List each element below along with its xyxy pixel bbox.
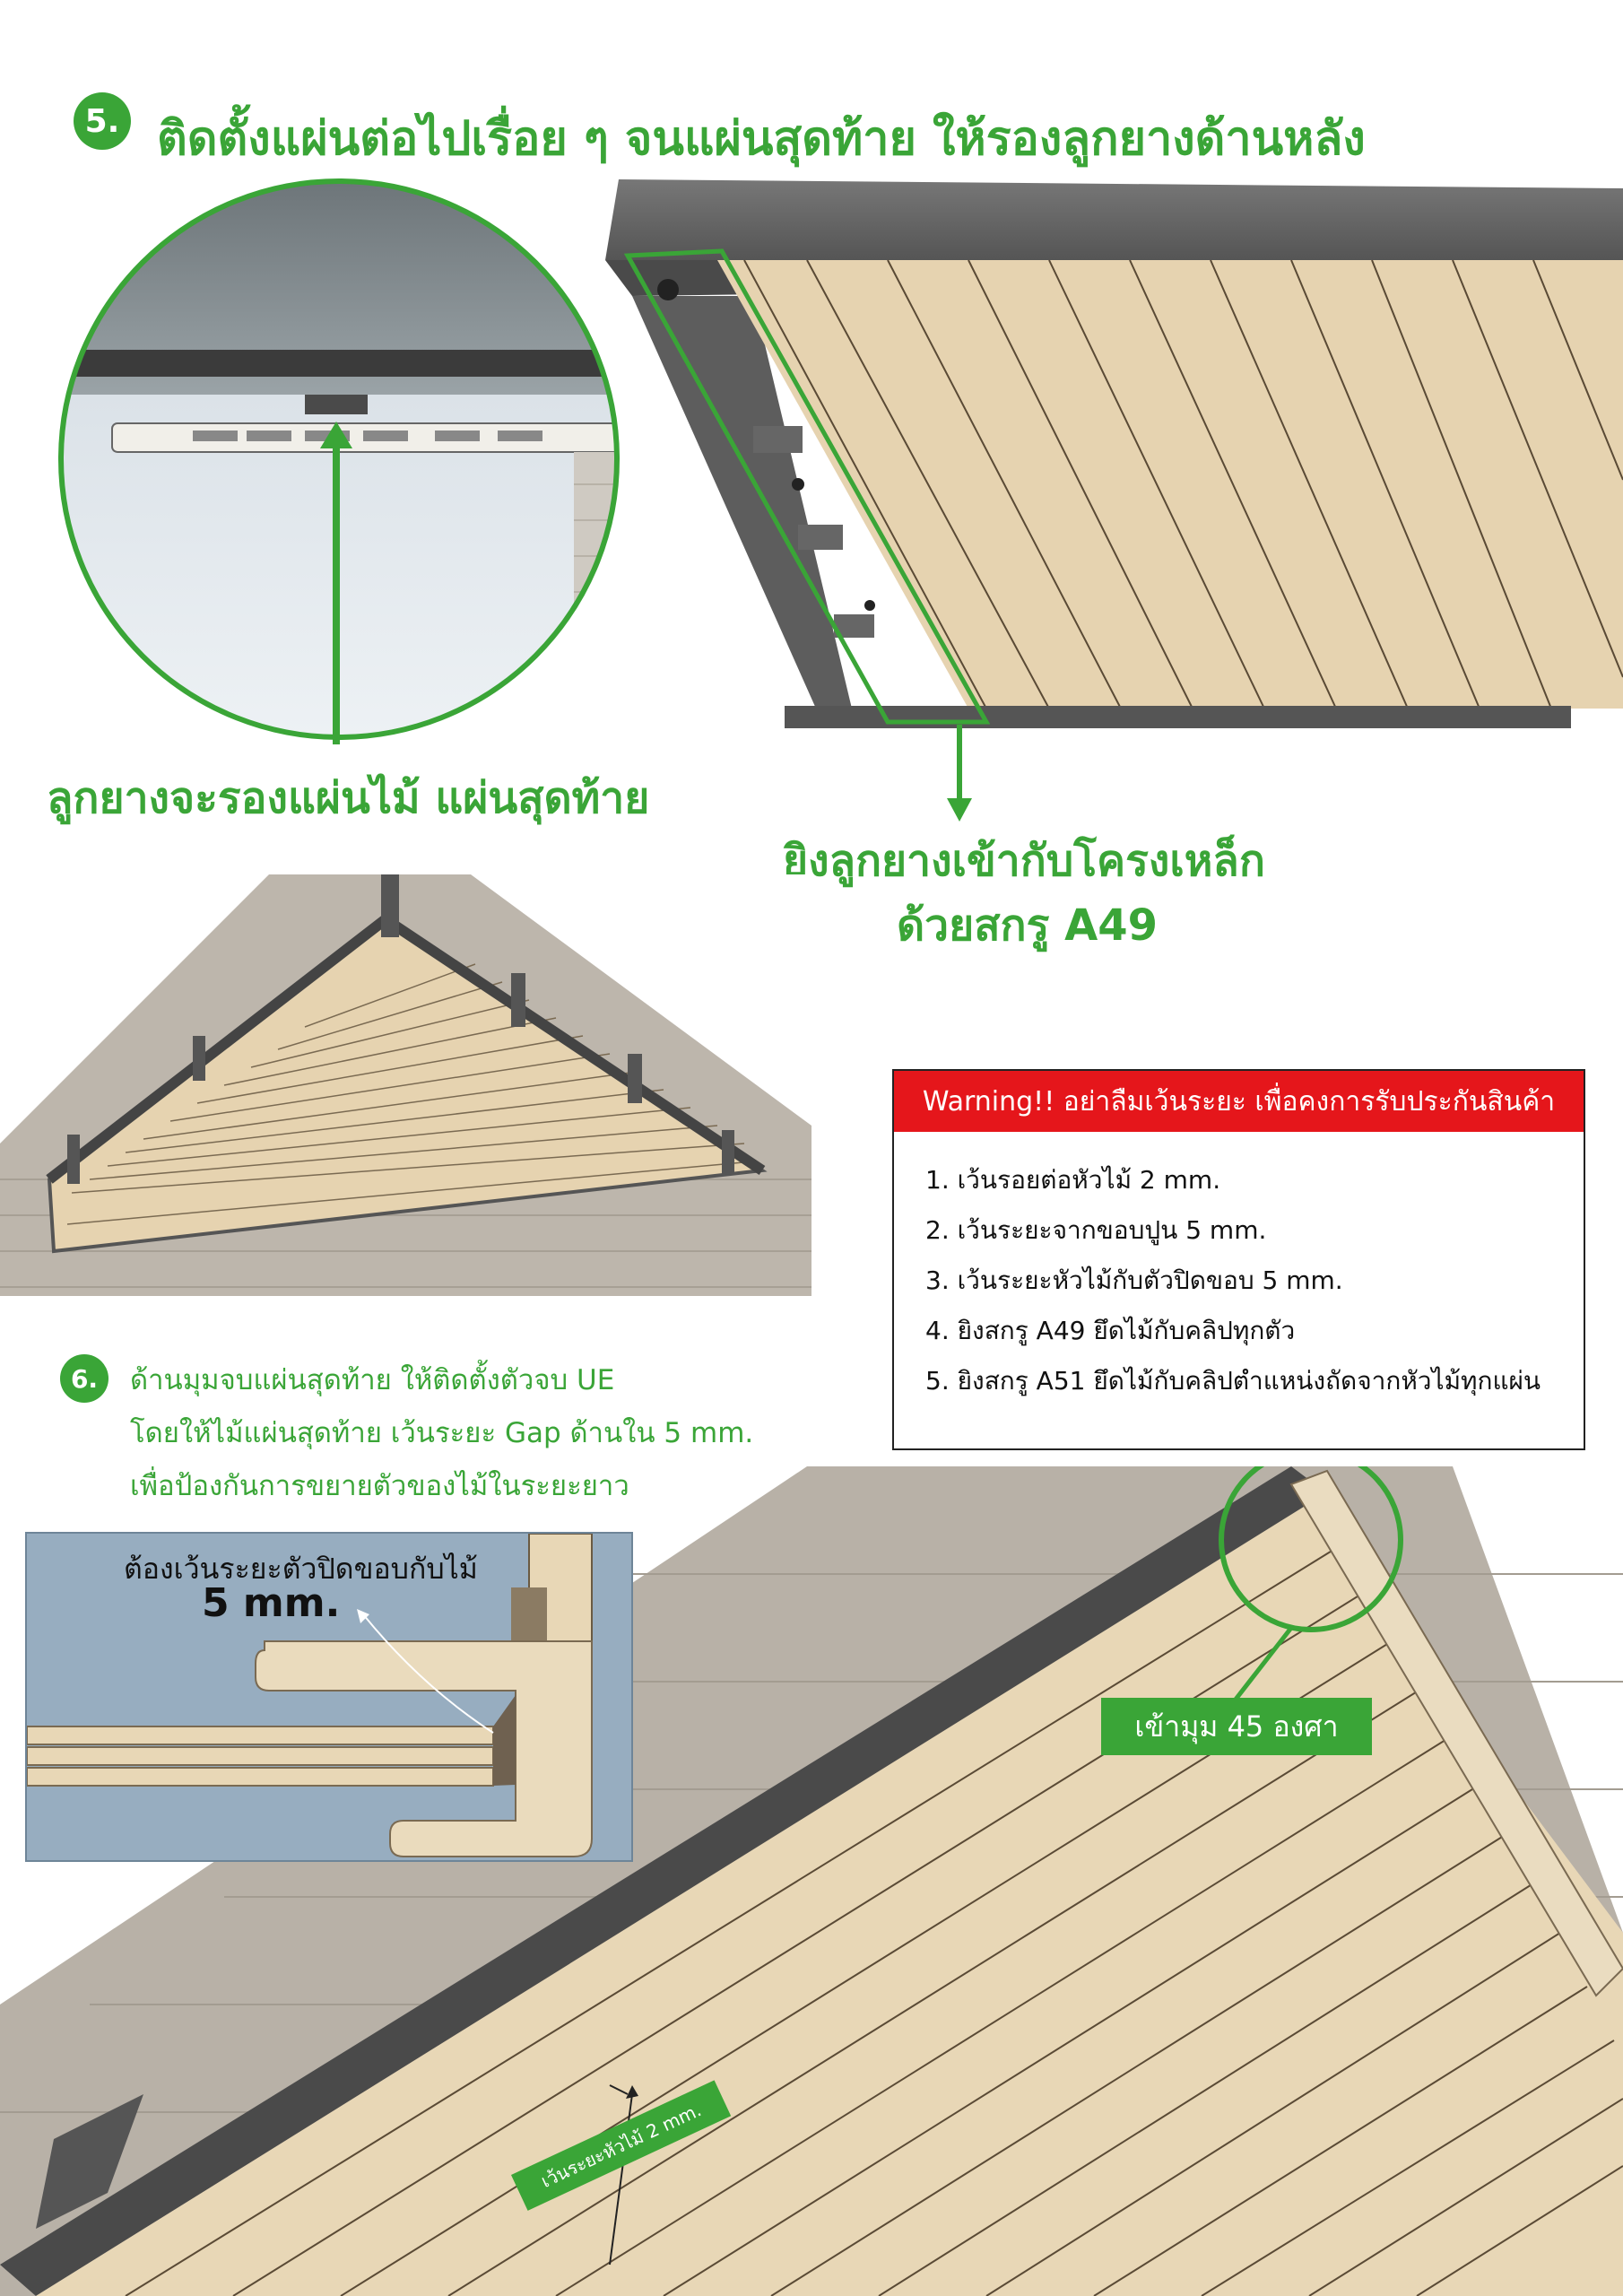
ceiling-panel-illustration <box>605 179 1623 728</box>
step-6-line3: เพื่อป้องกันการขยายตัวของไม้ในระยะยาว <box>130 1470 629 1502</box>
warning-item: 1. เว้นรอยต่อหัวไม้ 2 mm. <box>925 1165 1221 1195</box>
inset-label: ต้องเว้นระยะตัวปิดขอบกับไม้ <box>124 1552 478 1586</box>
rubber-zoom-circle <box>58 178 620 744</box>
corner-45-label: เข้ามุม 45 องศา <box>1101 1698 1372 1755</box>
step-6-line1: ด้านมุมจบแผ่นสุดท้าย ให้ติดตั้งตัวจบ UE <box>130 1364 615 1396</box>
warning-box: Warning!! อย่าลืมเว้นระยะ เพื่อคงการรับป… <box>892 1069 1585 1450</box>
inset-value: 5 mm. <box>202 1580 341 1626</box>
warning-header: Warning!! อย่าลืมเว้นระยะ เพื่อคงการรับป… <box>894 1071 1584 1132</box>
screw-caption-line2: ด้วยสกรู A49 <box>897 900 1159 951</box>
step-5-number: 5. <box>84 102 120 140</box>
warning-item: 5. ยิงสกรู A51 ยึดไม้กับคลิปตำแหน่งถัดจา… <box>925 1366 1541 1396</box>
inset-profile-drawing <box>27 1534 593 1857</box>
bottom-ceiling-illustration <box>0 1466 1623 2296</box>
screw-caption-line1: ยิงลูกยางเข้ากับโครงเหล็ก <box>783 836 1265 886</box>
inset-detail: ต้องเว้นระยะตัวปิดขอบกับไม้ 5 mm. <box>25 1532 633 1862</box>
warning-list: 1. เว้นรอยต่อหัวไม้ 2 mm. 2. เว้นระยะจาก… <box>894 1132 1584 1406</box>
step-5-title: ติดตั้งแผ่นต่อไปเรื่อย ๆ จนแผ่นสุดท้าย ใ… <box>157 112 1366 166</box>
warning-item: 4. ยิงสกรู A49 ยึดไม้กับคลิปทุกตัว <box>925 1316 1296 1345</box>
arrow-down-icon <box>947 725 972 822</box>
warning-item: 3. เว้นระยะหัวไม้กับตัวปิดขอบ 5 mm. <box>925 1265 1343 1295</box>
warning-item: 2. เว้นระยะจากขอบปูน 5 mm. <box>925 1215 1267 1245</box>
ceiling-corner-illustration <box>0 874 812 1296</box>
step-6-badge: 6. <box>60 1354 108 1403</box>
rubber-caption: ลูกยางจะรองแผ่นไม้ แผ่นสุดท้าย <box>47 773 650 823</box>
step-6-number: 6. <box>70 1363 99 1394</box>
step-5-badge: 5. <box>74 92 131 150</box>
step-6-line2: โดยให้ไม้แผ่นสุดท้าย เว้นระยะ Gap ด้านใน… <box>130 1417 754 1449</box>
